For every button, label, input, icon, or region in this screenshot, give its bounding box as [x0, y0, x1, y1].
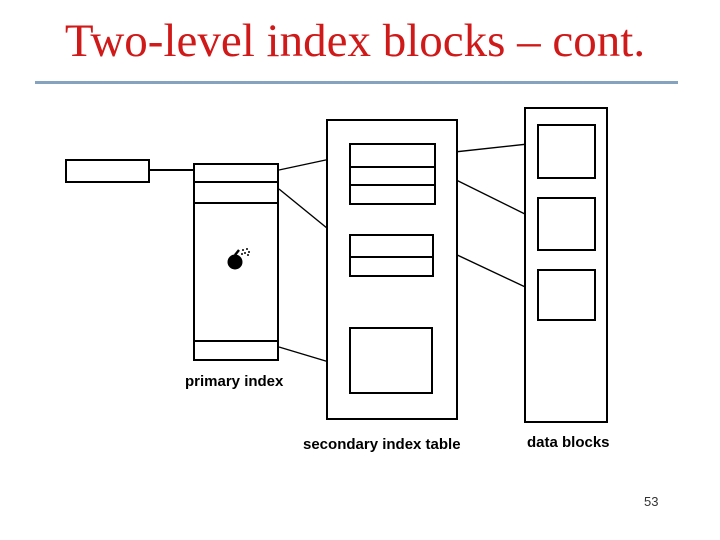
data-block-2: [537, 197, 596, 251]
secondary-block1-row-divider: [351, 166, 434, 168]
slide-title: Two-level index blocks – cont.: [64, 15, 646, 67]
data-blocks-label: data blocks: [527, 434, 610, 451]
secondary-block1-row-divider: [351, 184, 434, 186]
secondary-index-block-3: [349, 327, 433, 394]
title-underline: [35, 81, 678, 84]
primary-index-label: primary index: [185, 373, 284, 390]
secondary-index-table-label: secondary index table: [303, 436, 461, 453]
index-entry-box: [65, 159, 150, 183]
secondary-index-block-2: [349, 234, 434, 277]
primary-index-row-divider: [195, 181, 277, 183]
slide-page-number: 53: [644, 494, 659, 509]
secondary-index-block-1: [349, 143, 436, 205]
bomb-icon: [227, 248, 250, 270]
secondary-block2-row-divider: [351, 256, 432, 258]
data-block-3: [537, 269, 596, 321]
primary-index-row-divider: [195, 340, 277, 342]
primary-index-row-divider: [195, 202, 277, 204]
data-block-1: [537, 124, 596, 179]
